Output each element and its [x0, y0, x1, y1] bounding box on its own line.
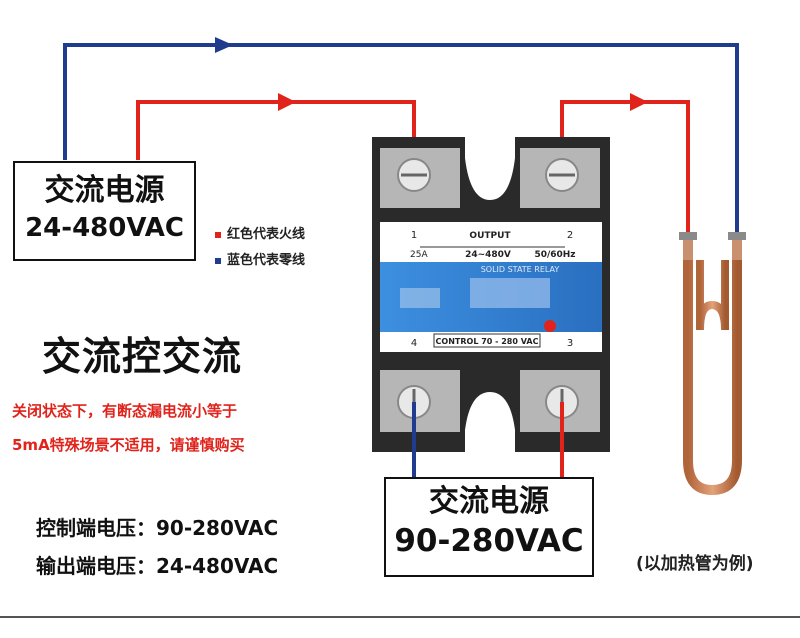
control-power-voltage: 90-280VAC: [394, 523, 584, 559]
live-arrow-output: [630, 93, 648, 111]
legend-live: 红色代表火线: [215, 223, 305, 242]
relay-output-voltage: 24~480V: [465, 250, 511, 260]
warning-line-2: 5mA特殊场景不适用，请谨慎购买: [12, 436, 245, 454]
legend-neutral: 蓝色代表零线: [215, 249, 305, 268]
relay-frequency: 50/60Hz: [534, 250, 575, 260]
control-power-box: 交流电源 90-280VAC: [384, 477, 594, 577]
relay-terminal-1-label: 1: [411, 230, 417, 241]
relay-control-label: CONTROL 70 - 280 VAC: [436, 337, 539, 346]
live-wire-input: [136, 100, 416, 168]
heater-example-note: (以加热管为例): [636, 554, 754, 574]
warning-line-1: 关闭状态下，有断态漏电流小等于: [12, 402, 238, 420]
input-power-box: 交流电源 24-480VAC: [13, 161, 196, 261]
relay-terminal-3-label: 3: [567, 338, 573, 349]
status-led: [544, 320, 556, 332]
spec-output-voltage: 输出端电压：24-480VAC: [36, 554, 279, 578]
live-arrow-input: [278, 93, 296, 111]
relay-terminal-4-label: 4: [411, 338, 417, 349]
input-power-voltage: 24-480VAC: [25, 213, 184, 243]
legend-live-swatch: [215, 231, 221, 238]
heating-tube: [679, 232, 746, 496]
relay-current-label: 25A: [410, 250, 428, 260]
live-wire-output: [560, 100, 690, 232]
diagram-title: 交流控交流: [42, 335, 243, 380]
spec-control-voltage: 控制端电压：90-280VAC: [36, 516, 279, 540]
bottom-divider: [0, 616, 800, 618]
control-power-title: 交流电源: [429, 484, 549, 519]
relay-output-label: OUTPUT: [469, 231, 511, 241]
relay-terminal-2-label: 2: [567, 230, 573, 241]
legend-live-text: 红色代表火线: [227, 227, 306, 242]
legend-neutral-swatch: [215, 257, 221, 264]
input-power-title: 交流电源: [44, 173, 165, 208]
relay-brand-text: SOLID STATE RELAY: [481, 265, 560, 274]
solid-state-relay: OUTPUT 1 2 25A 24~480V 50/60Hz SOLID STA…: [372, 137, 610, 452]
neutral-wire-top: [63, 43, 739, 232]
neutral-arrow: [215, 37, 233, 53]
legend-neutral-text: 蓝色代表零线: [227, 253, 306, 268]
